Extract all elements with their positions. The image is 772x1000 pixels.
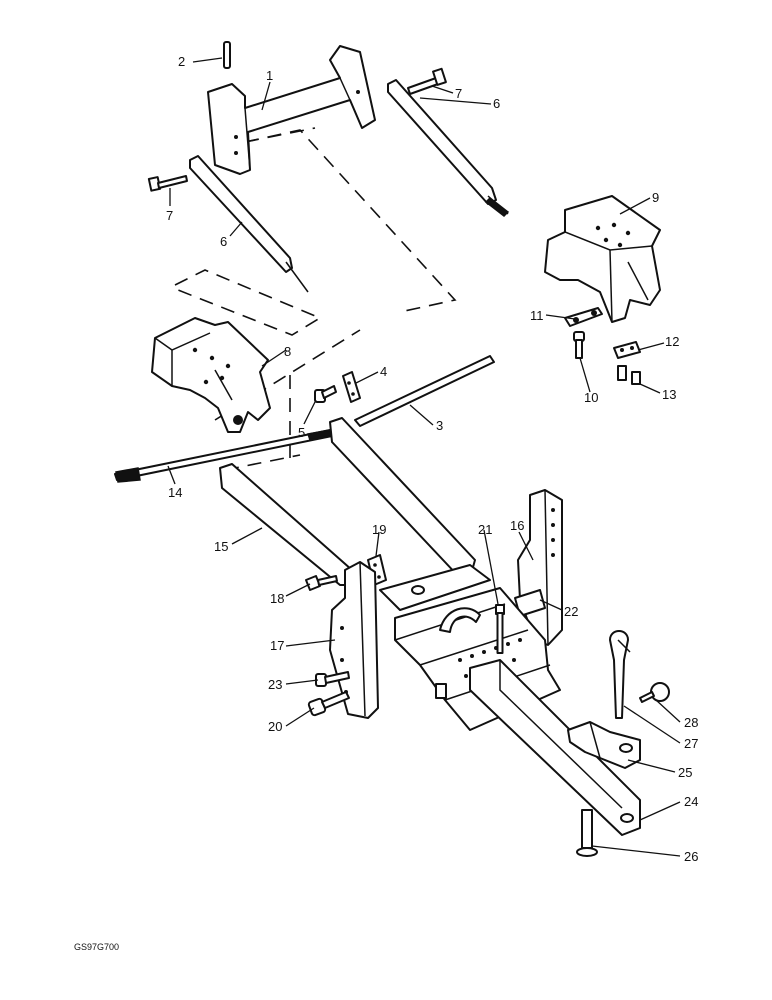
part-26-bolt xyxy=(576,809,598,857)
callout-8: 8 xyxy=(284,344,291,359)
callout-13: 13 xyxy=(662,387,676,402)
callout-11: 11 xyxy=(530,308,544,323)
part-2-pin xyxy=(223,41,231,69)
callout-24: 24 xyxy=(684,794,698,809)
part-12-plate xyxy=(613,341,641,359)
callout-28: 28 xyxy=(684,715,698,730)
part-15-side-rail xyxy=(219,417,476,586)
part-6-bar-right xyxy=(387,79,510,217)
callout-4: 4 xyxy=(380,364,387,379)
callout-labels: 1 2 7 6 7 6 9 8 11 12 10 13 4 5 3 14 15 … xyxy=(166,54,698,864)
callout-21: 21 xyxy=(478,522,492,537)
part-11-clip xyxy=(564,307,603,327)
part-25-block xyxy=(567,721,641,769)
callout-20: 20 xyxy=(268,719,282,734)
part-8-left-bracket xyxy=(151,317,271,433)
callout-6: 6 xyxy=(220,234,227,249)
callout-3: 3 xyxy=(436,418,443,433)
leader-lines xyxy=(167,57,681,857)
callout-10: 10 xyxy=(584,390,598,405)
callout-26: 26 xyxy=(684,849,698,864)
part-20-bolt xyxy=(307,691,350,717)
part-18-bolt xyxy=(305,575,338,591)
part-7-bolt-left xyxy=(147,175,188,192)
callout-25: 25 xyxy=(678,765,692,780)
callout-6: 6 xyxy=(493,96,500,111)
part-7-bolt-right xyxy=(407,67,447,95)
callout-19: 19 xyxy=(372,522,386,537)
callout-1: 1 xyxy=(266,68,273,83)
callout-17: 17 xyxy=(270,638,284,653)
callout-27: 27 xyxy=(684,736,698,751)
part-21-bolt xyxy=(495,604,505,654)
callout-7: 7 xyxy=(166,208,173,223)
callout-14: 14 xyxy=(168,485,182,500)
drawing-reference-code: GS97G700 xyxy=(74,942,119,952)
part-6-bar-left xyxy=(189,155,309,293)
part-4-plate xyxy=(342,371,361,403)
part-27-pin xyxy=(609,630,631,719)
part-13-bolts xyxy=(617,365,641,385)
callout-15: 15 xyxy=(214,539,228,554)
callout-7: 7 xyxy=(455,86,462,101)
callout-9: 9 xyxy=(652,190,659,205)
part-24-drawbar xyxy=(469,659,641,836)
part-5-bolt xyxy=(314,385,337,403)
part-3-rod xyxy=(354,355,495,427)
part-9-right-bracket xyxy=(544,195,661,323)
part-28-lynch-pin xyxy=(639,682,670,703)
callout-2: 2 xyxy=(178,54,185,69)
callout-23: 23 xyxy=(268,677,282,692)
callout-22: 22 xyxy=(564,604,578,619)
callout-5: 5 xyxy=(298,425,305,440)
part-1-top-bracket xyxy=(207,45,376,175)
callout-18: 18 xyxy=(270,591,284,606)
callout-12: 12 xyxy=(665,334,679,349)
part-10-bolt xyxy=(573,331,585,359)
callout-16: 16 xyxy=(510,518,524,533)
